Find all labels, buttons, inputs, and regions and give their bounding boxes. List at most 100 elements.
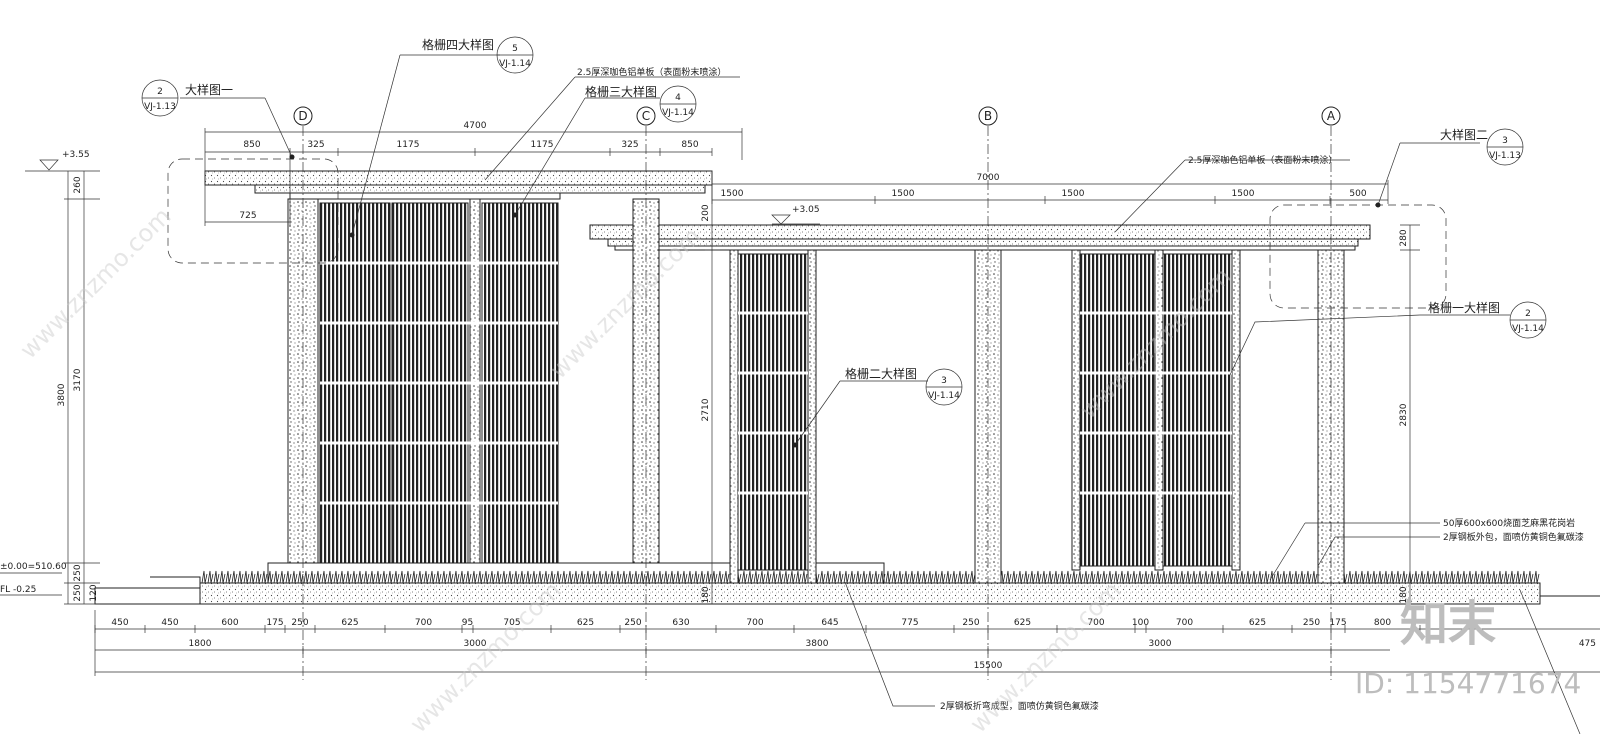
- grass-tufts: [201, 570, 1540, 584]
- callout-grille4-num: 5: [512, 44, 518, 54]
- level-mid: +3.05: [792, 205, 820, 215]
- dim-b2-1: 1800: [189, 639, 212, 649]
- dim-bottom-row1-label: 175: [1329, 618, 1346, 628]
- dim-v-right-main: 2830: [1399, 403, 1409, 426]
- watermark-id: ID: 1154771674: [1355, 667, 1581, 700]
- callout-grille4-sheet: VJ-1.14: [499, 59, 531, 69]
- dim-bottom-row1-label: 250: [291, 618, 308, 628]
- callout-grille2-sheet: VJ-1.14: [928, 391, 960, 401]
- dim-right-1: 1500: [721, 189, 744, 199]
- watermark-brand: 知末: [1400, 596, 1496, 652]
- bottom-dimensions: [94, 610, 1600, 676]
- base-platform: [94, 562, 1600, 605]
- callout-detail2-num: 3: [1502, 136, 1508, 146]
- watermark-site-1: www.znzmo.com: [14, 202, 176, 364]
- axis-b-label: B: [984, 109, 992, 123]
- dim-v-base3: 120: [89, 584, 99, 601]
- dim-b-edge-right: 475: [1579, 639, 1596, 649]
- callout-detail2-sheet: VJ-1.13: [1489, 151, 1521, 161]
- dim-v-top: 260: [73, 176, 83, 193]
- dim-top-2: 325: [307, 140, 324, 150]
- dim-right-5: 500: [1349, 189, 1366, 199]
- watermarks: www.znzmo.com www.znzmo.com www.znzmo.co…: [14, 202, 1236, 734]
- leader-lines: [180, 54, 1581, 734]
- callout-steel-fold: 2厚钢板折弯成型，面喷仿黄铜色氟碳漆: [940, 700, 1099, 712]
- dim-top-sub: 725: [239, 211, 256, 221]
- dim-v-main: 3170: [73, 368, 83, 391]
- callout-grille2: 格栅二大样图: [845, 366, 917, 381]
- dim-bottom-row1-label: 250: [1303, 618, 1320, 628]
- dim-v-total: 3800: [57, 383, 67, 406]
- middle-vertical-dimensions: [705, 171, 820, 604]
- dim-bottom-row1-label: 630: [672, 618, 689, 628]
- callout-grille3: 格栅三大样图: [585, 84, 657, 99]
- callout-grille1-num: 2: [1525, 309, 1531, 319]
- level-ground: ±0.00=510.60: [0, 562, 67, 572]
- grille-rails: [320, 261, 1232, 505]
- axis-d-label: D: [298, 109, 307, 123]
- level-top: +3.55: [62, 150, 90, 160]
- dim-b2-4: 3000: [1149, 639, 1172, 649]
- callout-detail1-num: 2: [157, 87, 163, 97]
- dim-v-base1: 250: [73, 564, 83, 581]
- dim-v-right-top: 280: [1399, 229, 1409, 246]
- dim-top-5: 325: [621, 140, 638, 150]
- callout-grille3-sheet: VJ-1.14: [662, 108, 694, 118]
- axis-c-label: C: [642, 109, 650, 123]
- callout-grille1-sheet: VJ-1.14: [1512, 324, 1544, 334]
- dim-bottom-row1-label: 700: [1176, 618, 1193, 628]
- dim-right-3: 1500: [1062, 189, 1085, 199]
- dim-bottom-row1-label: 450: [111, 618, 128, 628]
- left-vertical-dimensions: [0, 159, 100, 605]
- dim-right-2: 1500: [892, 189, 915, 199]
- dim-v-mid: 200: [701, 204, 711, 221]
- dim-bottom-row1-label: 700: [746, 618, 763, 628]
- right-canopy: [589, 224, 1371, 251]
- dim-v-base-mid: 180: [701, 586, 711, 603]
- left-canopy: [204, 170, 713, 200]
- callout-detail1: 大样图一: [185, 82, 233, 97]
- dim-right-overall: 7000: [977, 173, 1000, 183]
- dim-bottom-row1-label: 625: [1014, 618, 1031, 628]
- detail-regions: [167, 158, 1447, 309]
- axis-a-label: A: [1327, 109, 1336, 123]
- callout-grille1: 格栅一大样图: [1428, 300, 1500, 315]
- dim-top-4: 1175: [531, 140, 554, 150]
- dim-b3: 15500: [974, 661, 1003, 671]
- dim-bottom-row1-label: 600: [221, 618, 238, 628]
- dim-bottom-row1-label: 625: [1249, 618, 1266, 628]
- right-vertical-dimensions: [1400, 224, 1420, 604]
- dim-bottom-row1-label: 705: [503, 618, 520, 628]
- dim-bottom-row1-label: 645: [821, 618, 838, 628]
- dim-v-base2: 250: [73, 584, 83, 601]
- grass-strip: [201, 570, 1540, 584]
- level-fl: FL -0.25: [0, 585, 36, 595]
- dim-bottom-row1-label: 250: [624, 618, 641, 628]
- callout-grille2-num: 3: [941, 376, 947, 386]
- callout-grille4: 格栅四大样图: [422, 37, 494, 52]
- dim-bottom-row1-label: 800: [1374, 618, 1391, 628]
- dim-bottom-row1-label: 700: [1087, 618, 1104, 628]
- dim-top-1: 850: [243, 140, 260, 150]
- dim-bottom-row1-label: 100: [1132, 618, 1149, 628]
- dim-top-3: 1175: [397, 140, 420, 150]
- axis-lines: [293, 106, 1341, 680]
- callout-grille3-num: 4: [675, 93, 681, 103]
- dim-bottom-row1-label: 625: [577, 618, 594, 628]
- dim-bottom-row1-label: 450: [161, 618, 178, 628]
- dim-v-column: 2710: [701, 398, 711, 421]
- dim-top-overall: 4700: [464, 121, 487, 131]
- dim-bottom-row1-label: 700: [415, 618, 432, 628]
- callout-steel-wrap: 2厚钢板外包，面喷仿黄铜色氟碳漆: [1443, 531, 1584, 543]
- dim-bottom-row1-label: 175: [266, 618, 283, 628]
- dim-b2-3: 3800: [806, 639, 829, 649]
- callout-granite: 50厚600x600烧面芝麻黑花岗岩: [1443, 517, 1575, 529]
- dim-right-4: 1500: [1232, 189, 1255, 199]
- dim-top-6: 850: [681, 140, 698, 150]
- dim-v-right-base: 180: [1399, 586, 1409, 603]
- dim-bottom-row1-label: 250: [962, 618, 979, 628]
- callout-alu-right: 2.5厚深咖色铝单板（表面粉末喷涂）: [1188, 154, 1337, 166]
- right-dimensions: [711, 180, 1389, 204]
